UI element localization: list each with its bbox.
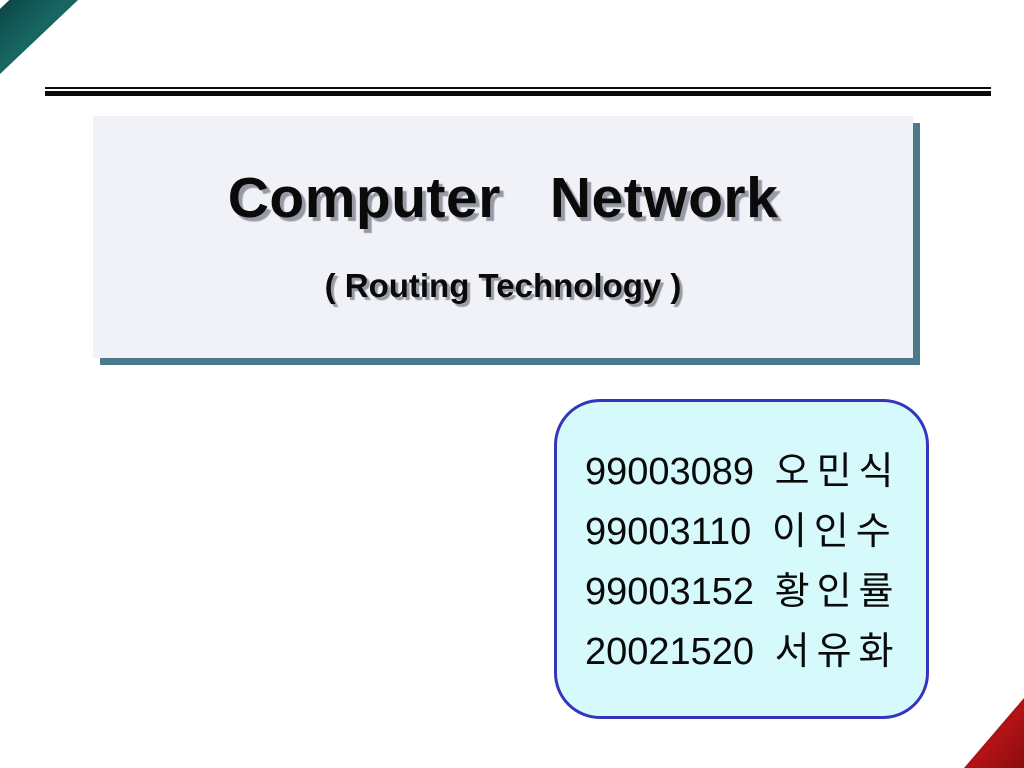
- member-name: 이인수: [771, 511, 898, 553]
- member-id: 99003152: [585, 571, 755, 613]
- members-box: 99003089 오민식 99003110 이인수 99003152 황인률 2…: [554, 399, 929, 719]
- double-rule-thin-line: [45, 87, 991, 89]
- teal-corner-triangle: [0, 0, 78, 74]
- double-rule-thick-line: [45, 91, 991, 96]
- member-name: 오민식: [774, 451, 901, 493]
- member-id: 20021520: [585, 631, 755, 673]
- double-rule: [45, 87, 991, 96]
- slide-subtitle: ( Routing Technology ): [324, 266, 682, 304]
- red-corner-triangle: [964, 698, 1024, 768]
- member-name: 서유화: [774, 631, 901, 673]
- member-id: 99003110: [585, 511, 752, 553]
- member-row: 20021520 서유화: [585, 622, 916, 682]
- member-list: 99003089 오민식 99003110 이인수 99003152 황인률 2…: [585, 442, 916, 682]
- member-name: 황인률: [774, 571, 901, 613]
- member-row: 99003152 황인률: [585, 562, 916, 622]
- member-row: 99003089 오민식: [585, 442, 916, 502]
- slide-title: Computer Network: [227, 166, 779, 230]
- member-row: 99003110 이인수: [585, 502, 916, 562]
- title-box: Computer Network ( Routing Technology ): [93, 116, 913, 358]
- member-id: 99003089: [585, 451, 755, 493]
